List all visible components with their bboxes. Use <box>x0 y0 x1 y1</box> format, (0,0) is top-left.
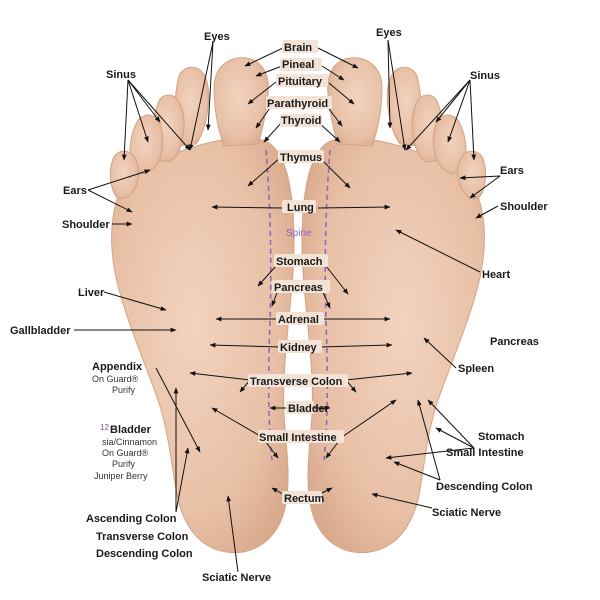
label-parathyroid: Parathyroid <box>267 98 328 110</box>
label-ascending-colon: Ascending Colon <box>86 513 177 525</box>
label-small-intestine-right: Small Intestine <box>446 447 524 459</box>
label-bladder-left: Bladder <box>110 424 152 436</box>
label-bladder-oil-1: sia/Cinnamon <box>102 437 157 447</box>
label-small-intestine-center: Small Intestine <box>259 432 337 444</box>
label-stomach-center: Stomach <box>276 256 323 268</box>
label-appendix-oil-1: On Guard® <box>92 374 139 384</box>
label-appendix-oil-2: Purify <box>112 385 136 395</box>
label-shoulder-left: Shoulder <box>62 219 110 231</box>
label-gallbladder: Gallbladder <box>10 325 71 337</box>
label-descending-colon-left: Descending Colon <box>96 548 193 560</box>
label-stomach-right: Stomach <box>478 431 525 443</box>
label-pineal: Pineal <box>282 59 314 71</box>
arrows <box>74 39 501 573</box>
label-thymus: Thymus <box>280 152 322 164</box>
label-ears-left: Ears <box>63 185 87 197</box>
label-appendix: Appendix <box>92 361 143 373</box>
label-sciatic-nerve-bottom: Sciatic Nerve <box>202 572 271 584</box>
label-bladder-oil-3: Purify <box>112 459 136 469</box>
right-big-toe <box>327 57 383 147</box>
label-rectum: Rectum <box>284 493 325 505</box>
label-pancreas-right: Pancreas <box>490 336 539 348</box>
label-liver: Liver <box>78 287 105 299</box>
label-shoulder-right: Shoulder <box>500 201 548 213</box>
label-spine: Spine <box>286 228 312 239</box>
label-sinus-right: Sinus <box>470 70 500 82</box>
label-ears-right: Ears <box>500 165 524 177</box>
spine-line-left <box>265 149 273 461</box>
label-transverse-colon-center: Transverse Colon <box>250 376 343 388</box>
label-spleen: Spleen <box>458 363 494 375</box>
left-big-toe <box>213 57 269 147</box>
label-pituitary: Pituitary <box>278 76 323 88</box>
label-pancreas-center: Pancreas <box>274 282 323 294</box>
left-foot-sole <box>111 137 295 554</box>
label-thyroid: Thyroid <box>281 115 321 127</box>
label-bladder-oil-4: Juniper Berry <box>94 471 148 481</box>
label-sinus-left: Sinus <box>106 69 136 81</box>
label-eyes-right: Eyes <box>376 27 402 39</box>
label-bladder-oil-2: On Guard® <box>102 448 149 458</box>
right-little-toe <box>456 150 487 199</box>
left-foot <box>109 57 295 554</box>
label-transverse-colon-left: Transverse Colon <box>96 531 189 543</box>
labels: Eyes Eyes Brain Pineal Pituitary Parathy… <box>10 27 548 584</box>
spine-line-right <box>323 149 331 461</box>
label-descending-colon-right: Descending Colon <box>436 481 533 493</box>
label-kidney: Kidney <box>280 342 318 354</box>
right-foot <box>301 57 487 554</box>
label-eyes-left: Eyes <box>204 31 230 43</box>
label-adrenal: Adrenal <box>278 314 319 326</box>
label-lung: Lung <box>287 202 314 214</box>
label-bladder-center: Bladder <box>288 403 330 415</box>
label-brain: Brain <box>284 42 312 54</box>
label-sciatic-nerve-right: Sciatic Nerve <box>432 507 501 519</box>
label-heart: Heart <box>482 269 510 281</box>
label-bladder-number: 12 <box>100 423 109 432</box>
